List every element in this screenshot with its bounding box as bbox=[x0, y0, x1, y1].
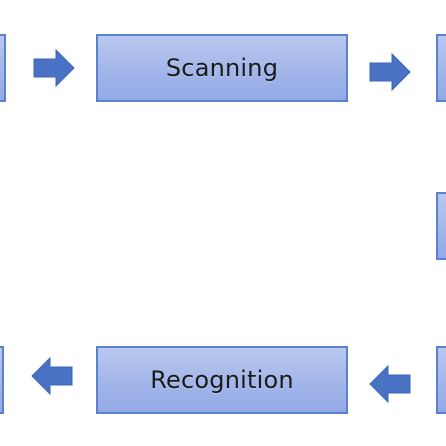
partial-box-bottom-left bbox=[0, 346, 4, 414]
arrow-right-icon bbox=[32, 48, 76, 88]
arrow-left-icon bbox=[30, 356, 74, 396]
partial-box-top-right bbox=[436, 34, 446, 102]
partial-box-mid-right bbox=[436, 192, 446, 260]
recognition-box: Recognition bbox=[96, 346, 348, 414]
scanning-box: Scanning bbox=[96, 34, 348, 102]
arrow-left-icon bbox=[368, 364, 412, 404]
partial-box-top-left bbox=[0, 34, 6, 102]
recognition-label: Recognition bbox=[150, 366, 294, 394]
arrow-right-icon bbox=[368, 52, 412, 92]
partial-box-bottom-right bbox=[436, 346, 446, 414]
scanning-label: Scanning bbox=[165, 54, 279, 82]
